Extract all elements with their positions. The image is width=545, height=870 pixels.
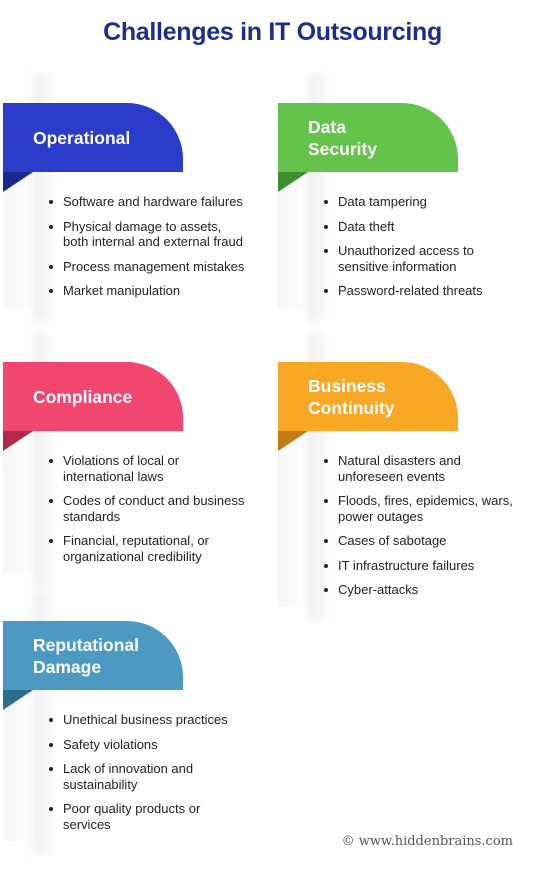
bullet-list: Data tampering Data theft Unauthorized a… xyxy=(278,194,523,299)
list-item: Password-related threats xyxy=(323,283,523,299)
list-item: Data tampering xyxy=(323,194,523,210)
card-business-continuity: Business Continuity Natural disasters an… xyxy=(278,332,523,621)
card-header: Compliance xyxy=(3,362,183,431)
card-fold xyxy=(3,172,33,192)
card-reputational-damage: Reputational Damage Unethical business p… xyxy=(3,591,248,855)
card-heading-line: Damage xyxy=(33,656,102,677)
card-compliance: Compliance Violations of local or intern… xyxy=(3,332,248,587)
card-heading-line: Operational xyxy=(33,127,131,148)
card-fold xyxy=(278,172,308,192)
list-item: Natural disasters and unforeseen events xyxy=(323,453,523,484)
card-header: Operational xyxy=(3,103,183,172)
list-item: Lack of innovation and sustainability xyxy=(48,761,248,792)
card-heading-line: Reputational xyxy=(33,634,139,655)
list-item: Floods, fires, epidemics, wars, power ou… xyxy=(323,493,523,524)
card-heading-line: Continuity xyxy=(308,397,395,418)
card-data-security: Data Security Data tampering Data theft … xyxy=(278,73,523,322)
bullet-list: Software and hardware failures Physical … xyxy=(3,194,248,299)
list-item: Codes of conduct and business standards xyxy=(48,493,248,524)
card-fold xyxy=(3,431,33,451)
card-header: Business Continuity xyxy=(278,362,458,431)
list-item: Poor quality products or services xyxy=(48,801,248,832)
list-item: IT infrastructure failures xyxy=(323,558,523,574)
bullet-list: Unethical business practices Safety viol… xyxy=(3,712,248,832)
list-item: Violations of local or international law… xyxy=(48,453,248,484)
card-fold xyxy=(3,690,33,710)
list-item: Unauthorized access to sensitive informa… xyxy=(323,243,523,274)
bullet-list: Natural disasters and unforeseen events … xyxy=(278,453,523,598)
card-header: Reputational Damage xyxy=(3,621,183,690)
card-header: Data Security xyxy=(278,103,458,172)
card-heading-line: Security xyxy=(308,138,378,159)
list-item: Safety violations xyxy=(48,737,248,753)
list-item: Data theft xyxy=(323,219,523,235)
list-item: Financial, reputational, or organization… xyxy=(48,533,248,564)
card-heading-line: Compliance xyxy=(33,386,133,407)
list-item: Cyber-attacks xyxy=(323,582,523,598)
bullet-list: Violations of local or international law… xyxy=(3,453,248,564)
copyright-footer: © www.hiddenbrains.com xyxy=(341,834,513,849)
card-operational: Operational Software and hardware failur… xyxy=(3,73,248,322)
card-fold xyxy=(278,431,308,451)
card-heading-line: Data xyxy=(308,116,346,137)
card-heading-line: Business xyxy=(308,375,386,396)
list-item: Market manipulation xyxy=(48,283,248,299)
list-item: Cases of sabotage xyxy=(323,533,523,549)
list-item: Physical damage to assets, both internal… xyxy=(48,219,248,250)
page-title: Challenges in IT Outsourcing xyxy=(103,18,442,46)
list-item: Unethical business practices xyxy=(48,712,248,728)
list-item: Software and hardware failures xyxy=(48,194,248,210)
list-item: Process management mistakes xyxy=(48,259,248,275)
